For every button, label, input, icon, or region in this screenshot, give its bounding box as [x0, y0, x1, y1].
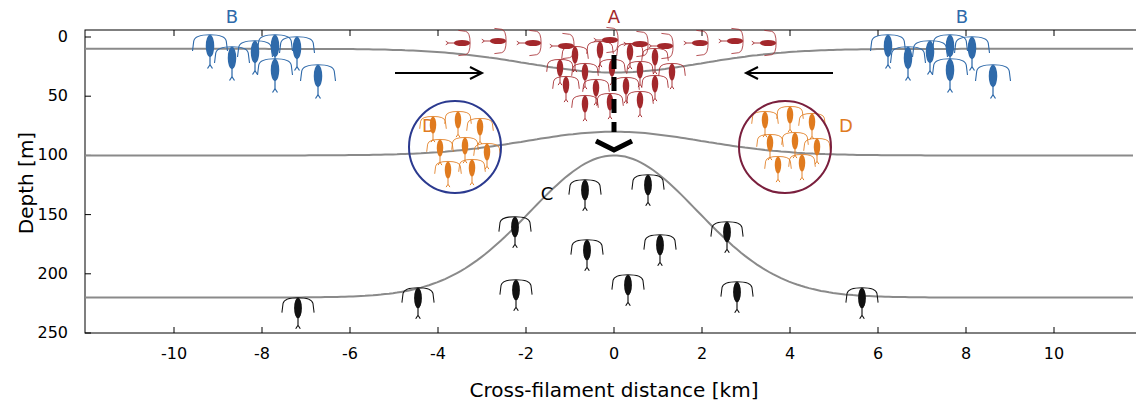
plot-axes: [85, 30, 1136, 333]
tick-label: 8: [961, 346, 971, 362]
tick-label: 10: [1044, 346, 1064, 362]
tick-label: 0: [609, 346, 619, 362]
tick-label: 250: [37, 325, 68, 341]
group-letter: A: [608, 8, 620, 26]
group-letter: B: [956, 8, 968, 26]
tick-label: 150: [37, 207, 68, 223]
tick-label: -8: [254, 346, 270, 362]
group-letter: D: [839, 117, 853, 135]
copepod-figures: [193, 27, 1011, 328]
tick-label: -10: [161, 346, 187, 362]
tick-label: 100: [37, 147, 68, 163]
tick-label: -6: [342, 346, 358, 362]
tick-label: 0: [58, 29, 68, 45]
tick-label: -4: [430, 346, 446, 362]
downwelling-arrow: [596, 55, 632, 150]
tick-label: 4: [785, 346, 795, 362]
group-letter: D: [422, 117, 436, 135]
circle-outline: [408, 100, 502, 194]
isopycnal-lines: [85, 49, 1133, 298]
tick-label: 2: [697, 346, 707, 362]
region-circle: D: [408, 100, 502, 194]
axis-title: Depth [m]: [16, 132, 36, 234]
tick-label: 200: [37, 266, 68, 282]
circle-outline: [738, 100, 832, 194]
group-letter: C: [541, 185, 554, 203]
tick-label: -2: [518, 346, 534, 362]
axis-title: Cross-filament distance [km]: [470, 380, 759, 400]
tick-label: 6: [873, 346, 883, 362]
region-circle: D: [738, 100, 832, 194]
group-letter: B: [226, 8, 238, 26]
tick-label: 50: [48, 88, 68, 104]
